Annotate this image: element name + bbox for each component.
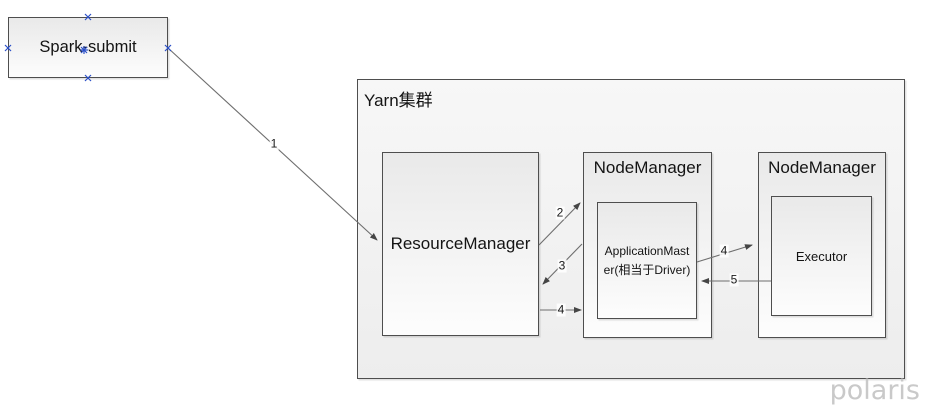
resource-manager-label: ResourceManager [390, 234, 531, 253]
spark-submit-shape[interactable]: Spark-submit [8, 17, 168, 78]
connector-label-4-am: 4 [719, 243, 729, 258]
executor-label: Executor [795, 248, 848, 264]
application-master-shape[interactable]: ApplicationMast er(相当于Driver) [597, 202, 697, 319]
executor-shape[interactable]: Executor [771, 196, 872, 316]
spark-submit-label: Spark-submit [39, 38, 137, 56]
connector-label-3: 3 [557, 258, 567, 273]
node-manager-left-label: NodeManager [593, 158, 702, 177]
application-master-label-line2: er(相当于Driver) [603, 262, 691, 277]
yarn-cluster-label: Yarn集群 [364, 91, 433, 110]
node-manager-right-label: NodeManager [768, 158, 876, 177]
watermark: polaris [829, 375, 920, 406]
connector-label-1: 1 [269, 136, 279, 151]
resource-manager-shape[interactable]: ResourceManager [382, 152, 539, 336]
connector-label-4-rm: 4 [556, 302, 566, 317]
connector-label-2: 2 [555, 205, 565, 220]
application-master-label-line1: ApplicationMast [604, 243, 690, 258]
connector-label-5: 5 [729, 272, 739, 287]
